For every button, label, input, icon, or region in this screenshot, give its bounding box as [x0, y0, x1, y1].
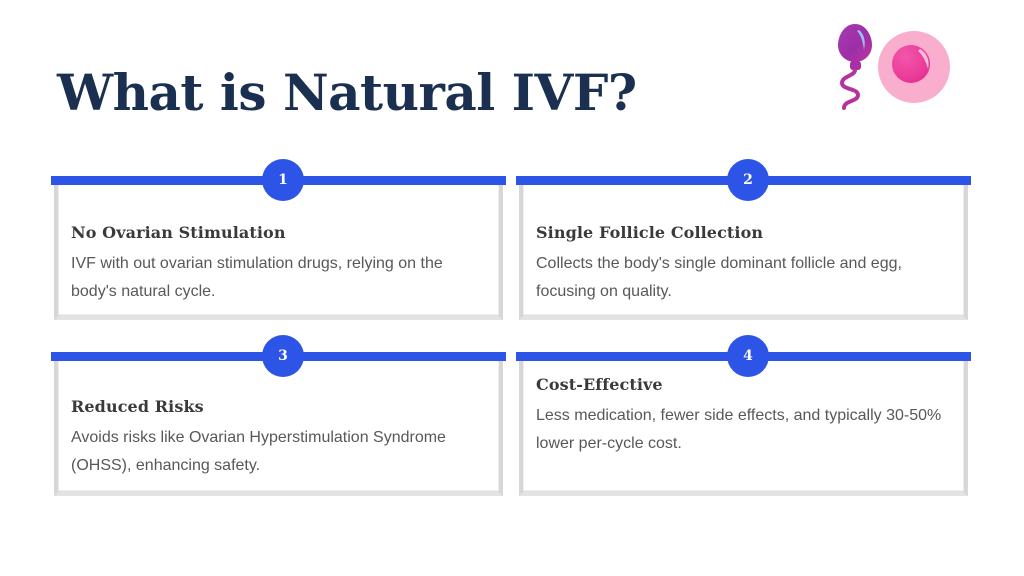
feature-card-1[interactable]: 1 No Ovarian Stimulation IVF with out ov…: [51, 159, 506, 320]
sperm-and-egg-illustration: [826, 14, 976, 114]
card-inner-surface: [523, 357, 964, 491]
card-inner-surface: [58, 357, 499, 491]
card-content: No Ovarian Stimulation IVF with out ovar…: [71, 223, 489, 306]
card-inner-surface: [523, 181, 964, 315]
card-number-badge: 2: [727, 159, 769, 201]
card-heading: No Ovarian Stimulation: [71, 223, 286, 242]
card-content: Reduced Risks Avoids risks like Ovarian …: [71, 397, 489, 480]
page-title: What is Natural IVF?: [57, 63, 637, 122]
card-content: Cost-Effective Less medication, fewer si…: [536, 375, 954, 458]
card-inner-surface: [58, 181, 499, 315]
card-number-badge: 4: [727, 335, 769, 377]
card-description: IVF with out ovarian stimulation drugs, …: [71, 255, 443, 300]
card-number-badge: 1: [262, 159, 304, 201]
feature-card-3[interactable]: 3 Reduced Risks Avoids risks like Ovaria…: [51, 335, 506, 496]
card-description: Collects the body's single dominant foll…: [536, 255, 902, 300]
card-description: Avoids risks like Ovarian Hyperstimulati…: [71, 429, 446, 474]
sperm-cell-icon: [838, 24, 872, 110]
card-description: Less medication, fewer side effects, and…: [536, 407, 942, 452]
card-heading: Cost-Effective: [536, 375, 663, 394]
egg-cell-icon: [878, 31, 950, 103]
card-content: Single Follicle Collection Collects the …: [536, 223, 954, 306]
feature-card-4[interactable]: 4 Cost-Effective Less medication, fewer …: [516, 335, 971, 496]
card-heading: Single Follicle Collection: [536, 223, 764, 242]
feature-card-2[interactable]: 2 Single Follicle Collection Collects th…: [516, 159, 971, 320]
card-number-badge: 3: [262, 335, 304, 377]
card-heading: Reduced Risks: [71, 397, 204, 416]
